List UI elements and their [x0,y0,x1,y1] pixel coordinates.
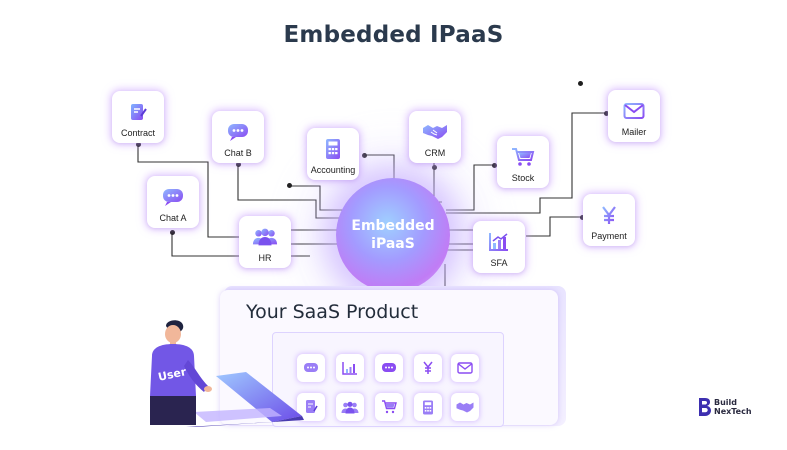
node-stock[interactable]: Stock [497,136,549,188]
brand-line1: Build [714,398,752,407]
embedded-ipaas-hub: Embedded iPaaS [336,178,450,292]
chat-bubble-icon [225,121,251,143]
yen-icon [596,204,622,226]
bar-chart-icon [486,231,512,253]
tile-calculator-icon[interactable] [414,393,442,421]
hub-label-line2: iPaaS [371,235,415,253]
node-label: Payment [591,231,627,241]
node-accounting[interactable]: Accounting [307,128,359,180]
node-contract[interactable]: Contract [112,91,164,143]
tile-bar-chart-icon[interactable] [336,354,364,382]
node-label: Contract [121,128,155,138]
node-payment[interactable]: Payment [583,194,635,246]
tile-people-icon[interactable] [336,393,364,421]
node-sfa[interactable]: SFA [473,221,525,273]
connector-dot [362,153,367,158]
node-label: CRM [425,148,446,158]
mail-icon [621,100,647,122]
node-mailer[interactable]: Mailer [608,90,660,142]
tile-cart-icon[interactable] [375,393,403,421]
connector-dot [287,183,292,188]
node-label: Accounting [311,165,356,175]
node-label: HR [259,253,272,263]
wire-stock [446,165,495,210]
tile-yen-icon[interactable] [414,354,442,382]
tile-chat-icon[interactable] [375,354,403,382]
hub-label-line1: Embedded [351,217,434,235]
tile-mail-icon[interactable] [451,354,479,382]
cart-icon [510,146,536,168]
node-label: Mailer [622,127,647,137]
connector-dot [432,165,437,170]
node-hr[interactable]: HR [239,216,291,268]
brand-logo: Build NexTech [697,397,752,417]
node-label: Chat A [159,213,186,223]
chat-bubble-icon [160,186,186,208]
node-chat-b[interactable]: Chat B [212,111,264,163]
saas-product-title: Your SaaS Product [246,301,418,323]
brand-mark-icon [697,397,711,417]
tile-handshake-icon[interactable] [451,393,479,421]
node-crm[interactable]: CRM [409,111,461,163]
wire-payment [526,217,583,236]
handshake-icon [422,121,448,143]
people-icon [252,226,278,248]
node-label: Stock [512,173,535,183]
node-chat-a[interactable]: Chat A [147,176,199,228]
contract-icon [125,101,151,123]
brand-line2: NexTech [714,407,752,416]
node-label: Chat B [224,148,252,158]
calculator-icon [320,138,346,160]
wire-accounting-a [289,186,350,210]
node-label: SFA [490,258,507,268]
connector-dot [578,81,583,86]
connector-dot [170,230,175,235]
